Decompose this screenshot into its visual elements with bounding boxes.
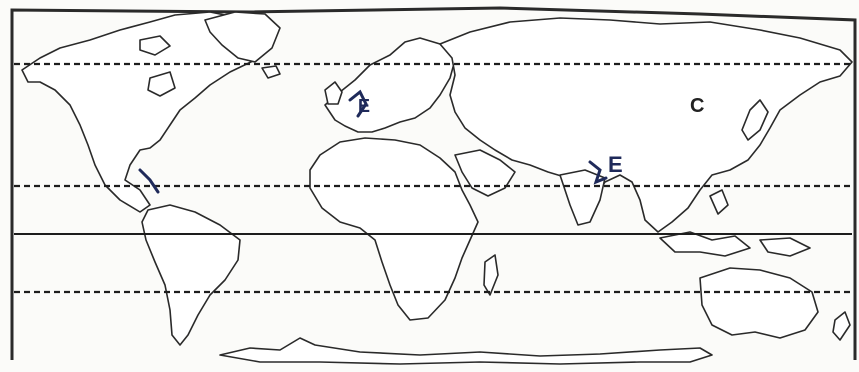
landmass-north-america [21, 11, 271, 213]
landmass-australia [699, 267, 819, 339]
landmass-asia [439, 17, 853, 233]
map-frame [10, 6, 857, 360]
landmass-arctic-island-2 [147, 71, 176, 97]
landmass-japan [741, 99, 769, 141]
landmass-africa [309, 137, 479, 321]
landmass-south-america [141, 204, 241, 346]
marker-a-shape [138, 168, 160, 194]
landmass-philippines [709, 189, 729, 215]
marker-b-label: E [358, 96, 370, 116]
landmass-arabian-peninsula [454, 149, 516, 197]
landmass-india [559, 169, 606, 226]
landmass-madagascar [483, 254, 499, 296]
landmass-arctic-island-1 [139, 35, 171, 56]
marker-c-label: E [608, 152, 623, 177]
landmass-antarctica [219, 337, 713, 365]
marker-c: E [588, 152, 623, 185]
marker-d: C [690, 95, 704, 117]
landmass-british-isles [324, 81, 343, 105]
marker-b-shape [348, 89, 368, 118]
marker-b: E [348, 89, 370, 118]
landmass-iceland [261, 65, 281, 79]
marker-c-shape [588, 160, 608, 185]
marker-d-label: C [690, 95, 704, 117]
landmass-indonesia [659, 231, 751, 257]
landmass-europe [324, 37, 456, 133]
landmass-greenland [204, 11, 281, 63]
landmass-new-zealand [832, 311, 851, 341]
landmass-new-guinea [759, 237, 811, 257]
marker-a [138, 168, 160, 194]
